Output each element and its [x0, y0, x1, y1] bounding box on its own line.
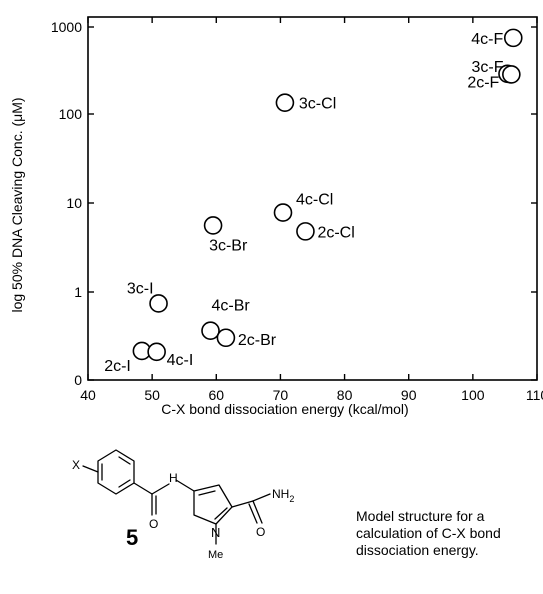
y-tick-label: 10: [66, 195, 82, 211]
point-label-3c-br: 3c-Br: [209, 237, 248, 254]
point-label-3c-f: 3c-F: [471, 59, 503, 76]
caption-line: Model structure for a: [356, 508, 485, 524]
point-label-4c-f: 4c-F: [471, 31, 503, 48]
x-tick-label: 110: [526, 387, 543, 403]
data-point-2c-f: [502, 65, 521, 84]
point-label-4c-i: 4c-I: [167, 352, 194, 369]
x-tick-label: 50: [144, 387, 160, 403]
x-tick-label: 80: [337, 387, 353, 403]
compound-number: 5: [126, 525, 138, 550]
x-tick-label: 40: [80, 387, 96, 403]
atom-x: X: [72, 458, 80, 472]
point-label-4c-cl: 4c-Cl: [296, 192, 333, 209]
data-points: [132, 28, 523, 362]
point-label-4c-br: 4c-Br: [212, 298, 251, 315]
point-label-2c-br: 2c-Br: [238, 332, 277, 349]
atom-n-ring: N: [211, 525, 220, 540]
atom-me: Me: [208, 549, 223, 561]
scatter-chart: 40506070809010011001101001000 4c-F3c-F2c…: [9, 16, 543, 417]
atom-nh2: NH2: [272, 487, 294, 504]
atom-o-2: O: [256, 525, 265, 539]
tick-marks: [87, 17, 538, 381]
axes: [87, 16, 538, 381]
data-point-2c-cl: [296, 222, 315, 241]
model-structure-5: X H O N Me O NH2 5: [72, 449, 294, 561]
atom-o-1: O: [149, 517, 158, 531]
tick-labels: 40506070809010011001101001000: [51, 19, 543, 403]
x-axis-title: C-X bond dissociation energy (kcal/mol): [161, 401, 408, 417]
x-tick-label: 90: [401, 387, 417, 403]
x-tick-label: 70: [273, 387, 289, 403]
point-labels: 4c-F 3c-F2c-F 3c-Cl 4c-Cl 2c-Cl 3c-Br 3c-I 4c-B…: [104, 31, 504, 375]
y-tick-label: 1: [74, 284, 82, 300]
caption-line: calculation of C-X bond: [356, 525, 501, 541]
data-point-4c-i: [147, 342, 166, 362]
point-label-2c-f: 2c-F: [467, 74, 499, 91]
data-point-3c-cl: [275, 93, 295, 112]
point-label-2c-cl: 2c-Cl: [317, 224, 354, 241]
x-tick-label: 60: [208, 387, 224, 403]
data-point-3c-br: [203, 216, 223, 235]
point-label-3c-i: 3c-I: [127, 280, 154, 297]
y-tick-label: 0: [74, 372, 82, 388]
data-point-2c-br: [216, 328, 236, 348]
y-tick-label: 100: [59, 106, 83, 122]
data-point-4c-br: [201, 321, 220, 341]
caption-line: dissociation energy.: [356, 542, 479, 558]
molecule-bonds: [82, 449, 271, 545]
point-label-3c-cl: 3c-Cl: [299, 96, 336, 113]
atom-nh: H: [169, 471, 178, 485]
x-tick-label: 100: [461, 387, 485, 403]
point-label-2c-i: 2c-I: [104, 358, 131, 375]
y-tick-label: 1000: [51, 19, 82, 35]
structure-caption: Model structure for a calculation of C-X…: [356, 508, 541, 559]
data-point-4c-cl: [273, 203, 293, 222]
y-axis-title: log 50% DNA Cleaving Conc. (μM): [9, 97, 25, 312]
plot-frame: [87, 16, 538, 381]
data-point-3c-i: [149, 294, 168, 313]
data-point-4c-f: [503, 28, 523, 48]
